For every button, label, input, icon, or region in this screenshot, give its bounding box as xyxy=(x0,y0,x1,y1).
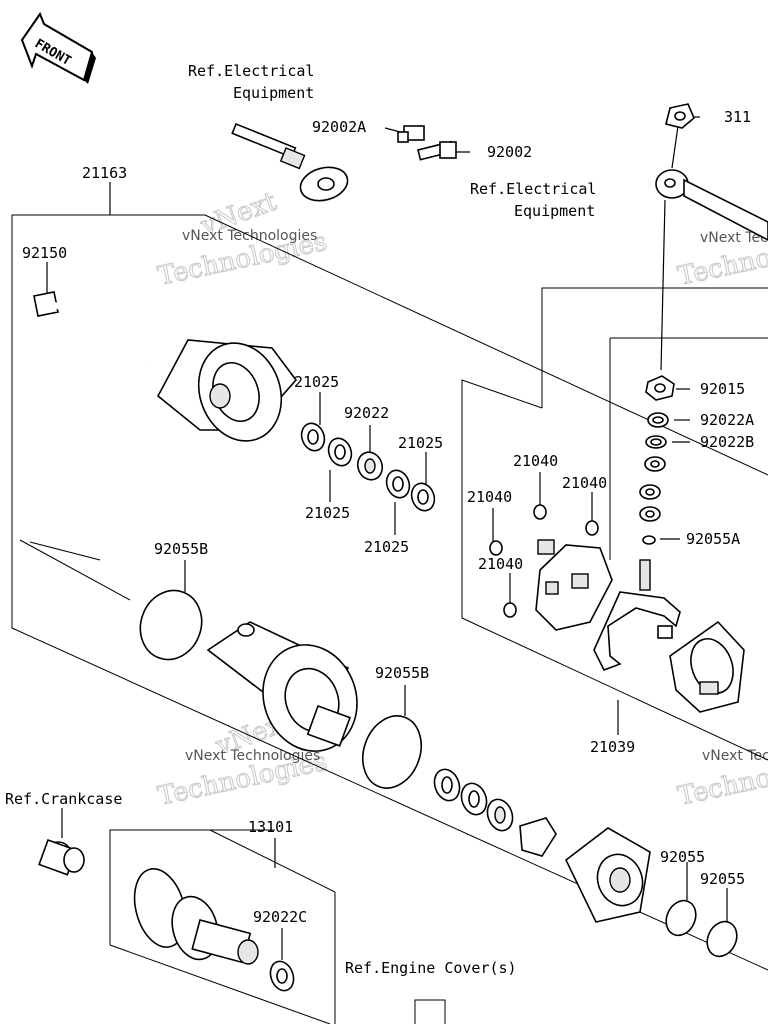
part-92055-a: 92055 xyxy=(660,848,705,866)
o-ring-92055B-2 xyxy=(362,715,422,789)
o-ring-92055-1 xyxy=(665,899,697,937)
watermark-right-caption: vNext Technologies xyxy=(700,230,768,246)
shims-21025 xyxy=(300,422,436,512)
o-ring-92055-2 xyxy=(706,920,738,958)
part-92002: 92002 xyxy=(487,143,532,161)
ref-electrical-1-line2: Equipment xyxy=(233,84,314,102)
part-21163: 21163 xyxy=(82,164,127,182)
ref-electrical-2-line2: Equipment xyxy=(514,202,595,220)
part-92002A: 92002A xyxy=(312,118,366,136)
bolt-92002A xyxy=(397,125,425,143)
starter-clutch-13101 xyxy=(133,868,259,965)
o-ring-92055B-1 xyxy=(139,589,203,661)
part-21040-c: 21040 xyxy=(467,488,512,506)
part-92055B-b: 92055B xyxy=(375,664,429,682)
part-92150: 92150 xyxy=(22,244,67,262)
part-92022: 92022 xyxy=(344,404,389,422)
part-92015: 92015 xyxy=(700,380,745,398)
leader-lines xyxy=(46,116,728,960)
ref-engine-cover-label: Ref.Engine Cover(s) xyxy=(345,959,517,977)
front-arrow-icon: FRONT xyxy=(20,11,96,84)
starter-motor-yoke xyxy=(206,621,358,752)
part-21040-d: 21040 xyxy=(478,555,523,573)
front-cover xyxy=(564,827,651,923)
long-bolt-92150 xyxy=(33,291,152,367)
part-92055B-a: 92055B xyxy=(154,540,208,558)
watermark-mid-caption: vNext Technologies xyxy=(185,748,320,764)
part-92022A: 92022A xyxy=(700,411,754,429)
rear-cover-housing xyxy=(156,339,298,442)
bolt-92002 xyxy=(417,140,457,161)
brush-springs-21040 xyxy=(489,504,599,618)
ref-electrical-1-line1: Ref.Electrical xyxy=(188,62,314,80)
part-92022C: 92022C xyxy=(253,908,307,926)
nut-311 xyxy=(665,103,695,129)
part-21025-d: 21025 xyxy=(364,538,409,556)
ref-crankcase-label: Ref.Crankcase xyxy=(5,790,122,808)
part-21039: 21039 xyxy=(590,738,635,756)
washer-92022C xyxy=(269,960,295,992)
watermark-right-caption-2: vNext Technologies xyxy=(702,748,768,764)
part-13101: 13101 xyxy=(248,818,293,836)
motor-washers xyxy=(433,768,557,857)
part-21025-b: 21025 xyxy=(398,434,443,452)
bushing xyxy=(38,838,85,876)
brush-terminal-lead xyxy=(593,559,681,672)
labels: Ref.Electrical Equipment Ref.Electrical … xyxy=(5,62,754,977)
cable-terminal-right xyxy=(655,169,768,241)
part-21040-a: 21040 xyxy=(513,452,558,470)
nut-washer-stack xyxy=(639,375,675,545)
part-21040-b: 21040 xyxy=(562,474,607,492)
brush-holder-ring xyxy=(669,620,745,713)
cable-terminal xyxy=(231,122,349,202)
part-92055A: 92055A xyxy=(686,530,740,548)
part-311: 311 xyxy=(724,108,751,126)
ref-electrical-2-line1: Ref.Electrical xyxy=(470,180,596,198)
part-21025-c: 21025 xyxy=(305,504,350,522)
part-21025-a: 21025 xyxy=(294,373,339,391)
part-92055-b: 92055 xyxy=(700,870,745,888)
brush-holder-plate xyxy=(535,539,613,631)
part-92022B: 92022B xyxy=(700,433,754,451)
